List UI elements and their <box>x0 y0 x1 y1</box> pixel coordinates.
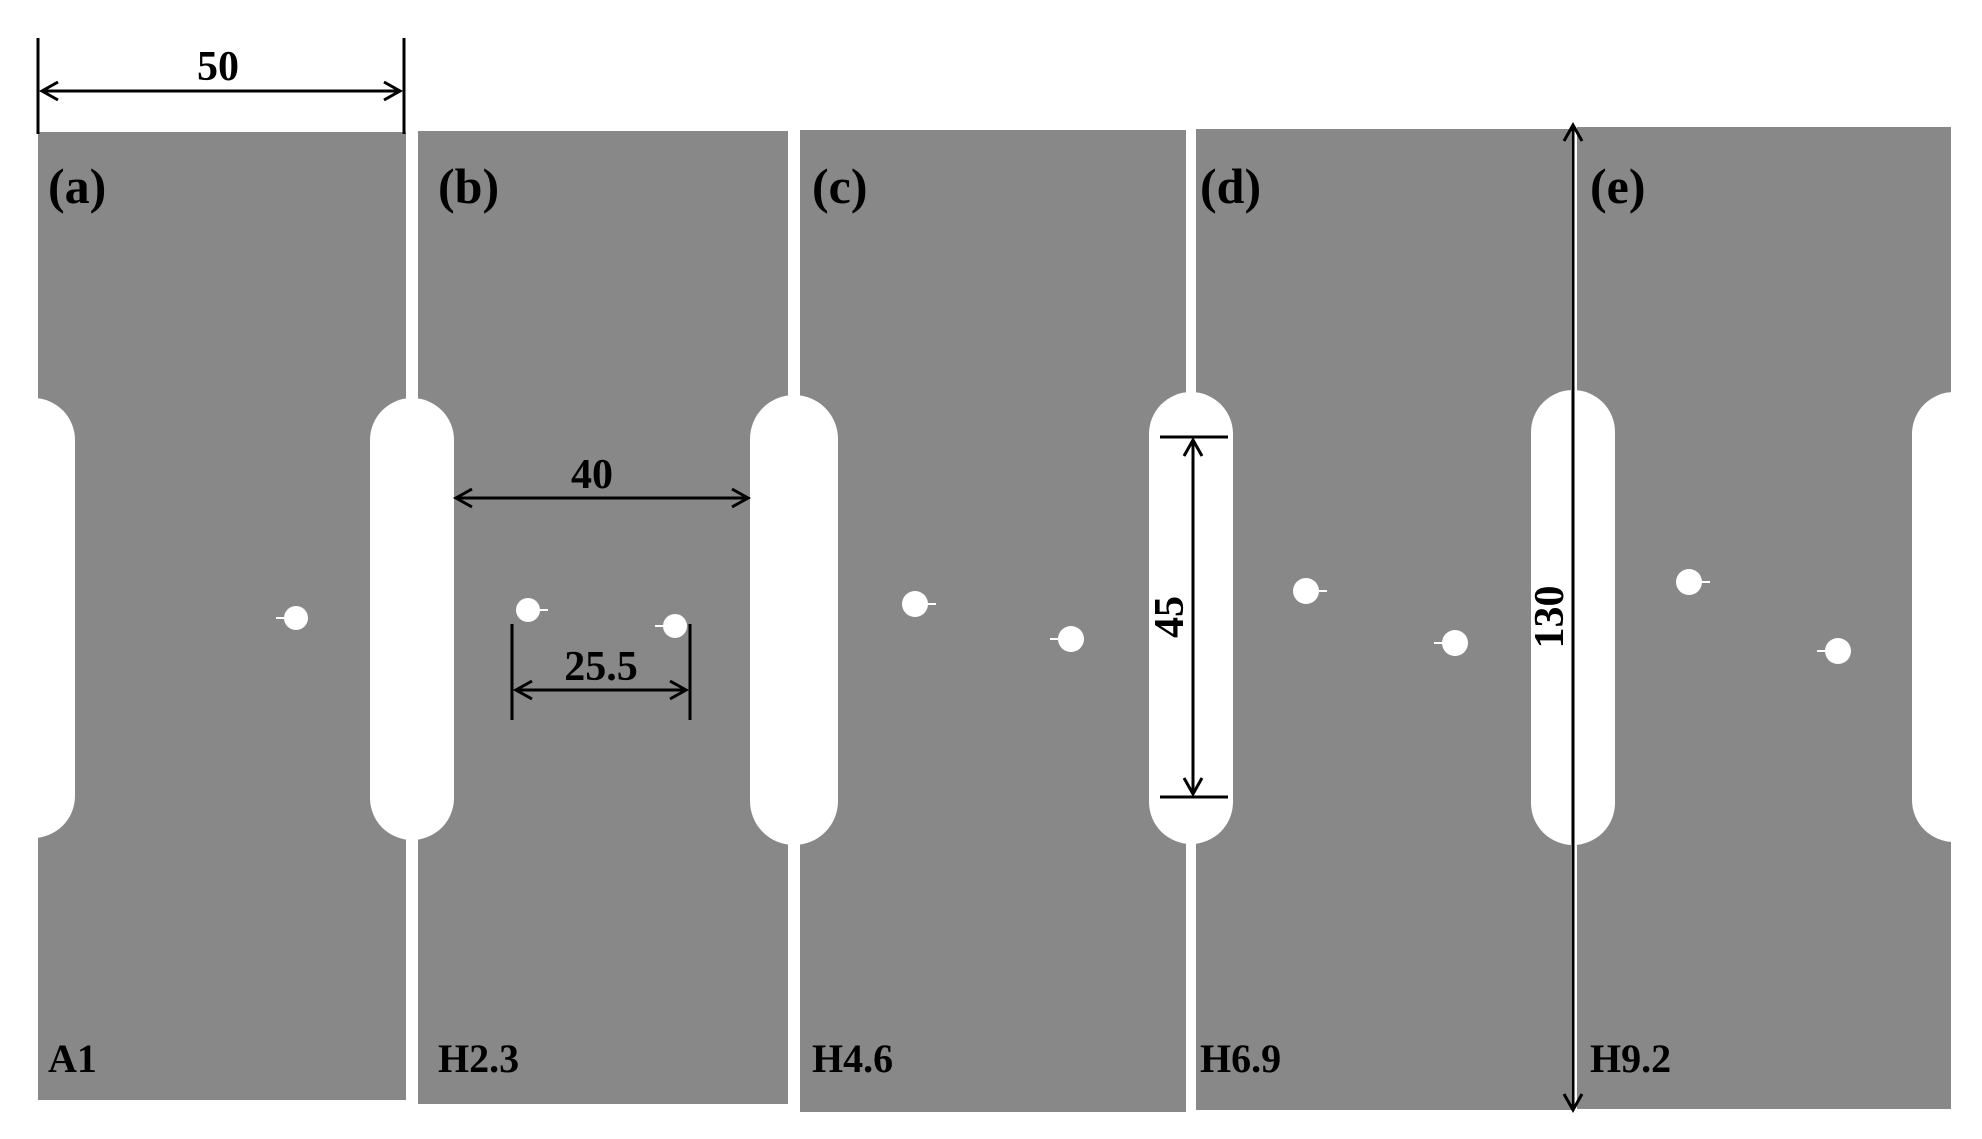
panel-label-e: (e) <box>1590 158 1646 214</box>
panel-label-d: (d) <box>1200 158 1261 214</box>
specimen-plate-e <box>1577 127 1951 1109</box>
dim-gauge-text: 40 <box>571 452 613 498</box>
hole-c-1 <box>902 591 928 617</box>
specimen-labels: A1 H2.3 H4.6 H6.9 H9.2 <box>48 1036 1671 1081</box>
panel-label-c: (c) <box>812 158 868 214</box>
dim-length-text: 130 <box>1527 586 1573 649</box>
arrow-head <box>731 487 752 509</box>
hole-e-1 <box>1676 569 1702 595</box>
specimen-label-a: A1 <box>48 1036 97 1081</box>
panel-labels: (a) (b) (c) (d) (e) <box>48 158 1646 214</box>
specimen-plates <box>38 127 1951 1112</box>
hole-c-2 <box>1058 626 1084 652</box>
notch-right-edge <box>1912 392 1982 842</box>
hole-b-1 <box>516 598 540 622</box>
hole-a-1 <box>284 606 308 630</box>
specimen-plate-d <box>1196 129 1571 1110</box>
dim-spacing-text: 25.5 <box>564 644 638 690</box>
arrow-head <box>383 80 404 102</box>
arrow-head <box>38 80 59 102</box>
side-notches <box>0 390 1982 845</box>
notch-a-b <box>370 398 454 840</box>
notch-c-d <box>1149 392 1233 844</box>
dim-width-text: 50 <box>197 44 239 90</box>
hole-b-2 <box>663 614 687 638</box>
hole-d-2 <box>1442 630 1468 656</box>
panel-label-b: (b) <box>438 158 499 214</box>
arrow-head <box>1562 121 1584 142</box>
specimen-label-b: H2.3 <box>438 1036 519 1081</box>
specimen-plate-b <box>418 131 788 1104</box>
specimen-label-d: H6.9 <box>1200 1036 1281 1081</box>
arrow-head <box>1182 777 1204 798</box>
notch-left-edge <box>0 398 75 838</box>
arrow-head <box>1562 1093 1584 1114</box>
dimension-texts: 50 40 25.5 45 130 <box>197 44 1573 690</box>
specimen-plate-a <box>38 132 406 1100</box>
dim-notch-text: 45 <box>1147 596 1193 638</box>
arrow-head <box>1182 436 1204 457</box>
specimen-label-e: H9.2 <box>1590 1036 1671 1081</box>
hole-d-1 <box>1293 578 1319 604</box>
notch-b-c <box>750 395 838 845</box>
arrow-head <box>669 679 690 701</box>
specimen-plate-c <box>800 130 1186 1112</box>
dimension-lines <box>36 38 1584 1114</box>
panel-label-a: (a) <box>48 158 106 214</box>
hole-e-2 <box>1825 638 1851 664</box>
arrow-head <box>452 487 473 509</box>
arrow-head <box>512 679 533 701</box>
specimen-label-c: H4.6 <box>812 1036 893 1081</box>
holes <box>276 569 1851 664</box>
